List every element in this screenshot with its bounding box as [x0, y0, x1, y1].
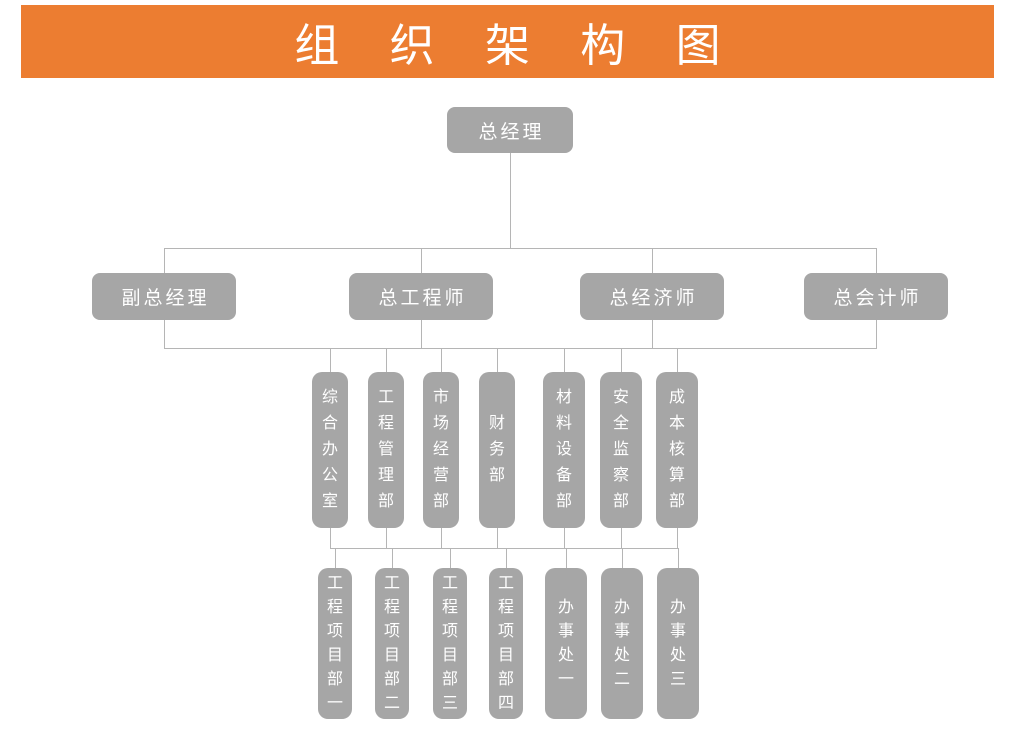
page-title: 组 织 架 构 图: [294, 20, 740, 71]
node-chief-economist: 总经济师: [580, 273, 724, 320]
node-general-manager: 总经理: [447, 107, 573, 153]
connector-line: [164, 248, 165, 273]
node-project-dept-2: 工程项目部二: [375, 568, 409, 719]
connector-line: [386, 528, 387, 548]
title-banner: 组 织 架 构 图: [21, 5, 994, 78]
connector-line: [678, 548, 679, 568]
connector-line: [510, 153, 511, 248]
node-label: 综合办公室: [321, 389, 338, 510]
connector-line: [330, 528, 331, 548]
connector-line: [652, 320, 653, 348]
node-label: 工程项目部二: [383, 574, 400, 712]
node-label: 总工程师: [378, 288, 467, 309]
connector-line: [564, 348, 565, 372]
connector-line: [441, 528, 442, 548]
connector-line: [506, 548, 507, 568]
connector-line: [677, 528, 678, 548]
node-chief-engineer: 总工程师: [349, 273, 493, 320]
connector-line: [421, 320, 422, 348]
connector-line: [621, 348, 622, 372]
connector-line: [450, 548, 451, 568]
node-label: 市场经营部: [432, 389, 449, 510]
connector-line: [497, 528, 498, 548]
node-label: 总会计师: [833, 288, 922, 309]
connector-line: [441, 348, 442, 372]
node-engineering-management-dept: 工程管理部: [368, 372, 404, 528]
node-project-dept-4: 工程项目部四: [489, 568, 523, 719]
connector-line: [330, 348, 331, 372]
connector-line: [564, 528, 565, 548]
node-project-dept-3: 工程项目部三: [433, 568, 467, 719]
connector-line: [164, 248, 877, 249]
node-label: 副总经理: [121, 288, 210, 309]
node-branch-office-3: 办事处三: [657, 568, 699, 719]
node-label: 工程项目部一: [326, 574, 343, 712]
connector-line: [652, 248, 653, 273]
node-label: 工程项目部四: [497, 574, 514, 712]
connector-line: [386, 348, 387, 372]
connector-line: [164, 348, 877, 349]
connector-line: [330, 548, 678, 549]
node-safety-supervision-dept: 安全监察部: [600, 372, 642, 528]
node-label: 总经济师: [609, 288, 698, 309]
node-project-dept-1: 工程项目部一: [318, 568, 352, 719]
node-deputy-general-manager: 副总经理: [92, 273, 236, 320]
connector-line: [876, 320, 877, 348]
node-market-operation-dept: 市场经营部: [423, 372, 459, 528]
node-finance-dept: 财务部: [479, 372, 515, 528]
node-branch-office-1: 办事处一: [545, 568, 587, 719]
node-label: 成本核算部: [668, 389, 685, 510]
node-branch-office-2: 办事处二: [601, 568, 643, 719]
connector-line: [566, 548, 567, 568]
node-label: 办事处三: [669, 598, 686, 688]
node-label: 总经理: [478, 121, 545, 143]
connector-line: [876, 248, 877, 273]
connector-line: [622, 548, 623, 568]
node-general-office: 综合办公室: [312, 372, 348, 528]
node-label: 财务部: [488, 415, 505, 484]
connector-line: [392, 548, 393, 568]
node-label: 材料设备部: [555, 389, 572, 510]
connector-line: [497, 348, 498, 372]
connector-line: [421, 248, 422, 273]
node-materials-equipment-dept: 材料设备部: [543, 372, 585, 528]
node-chief-accountant: 总会计师: [804, 273, 948, 320]
connector-line: [621, 528, 622, 548]
node-label: 办事处一: [557, 598, 574, 688]
node-label: 工程项目部三: [441, 574, 458, 712]
node-label: 安全监察部: [612, 389, 629, 510]
node-label: 工程管理部: [377, 389, 394, 510]
connector-line: [164, 320, 165, 348]
node-cost-accounting-dept: 成本核算部: [656, 372, 698, 528]
node-label: 办事处二: [613, 598, 630, 688]
connector-line: [335, 548, 336, 568]
connector-line: [677, 348, 678, 372]
